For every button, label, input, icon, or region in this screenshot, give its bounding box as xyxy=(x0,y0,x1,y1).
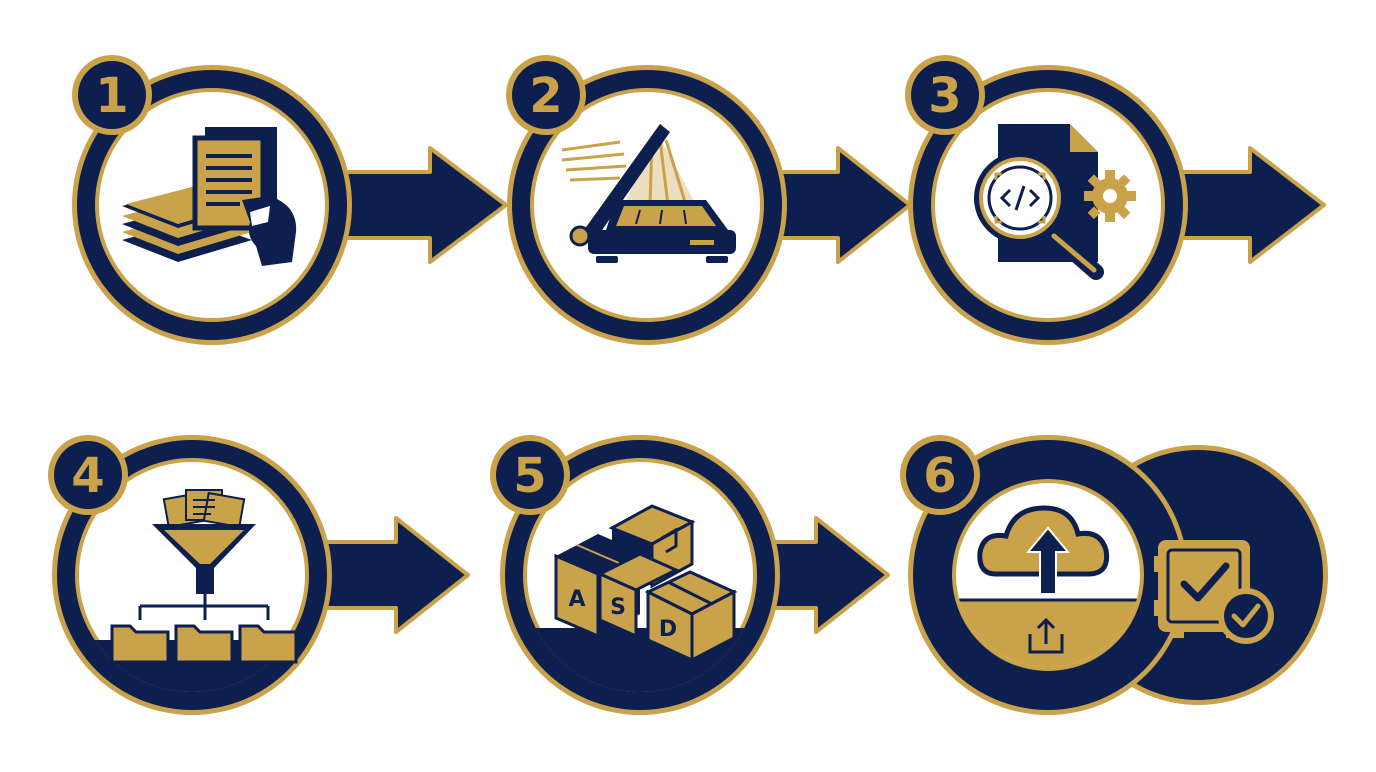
step-5: A S D 5 xyxy=(490,435,890,715)
box-middle: S xyxy=(596,552,680,639)
step-2-number: 2 xyxy=(529,68,562,124)
box-letter-d: D xyxy=(659,617,677,642)
step-6-number: 6 xyxy=(923,448,956,504)
step-3-number: 3 xyxy=(928,68,961,124)
code-inspect-gear-icon xyxy=(974,124,1136,280)
step-4-number: 4 xyxy=(71,448,104,504)
labeled-boxes-icon: A S D xyxy=(554,504,738,663)
box-letter-a: A xyxy=(568,587,585,612)
upload-icon xyxy=(1028,617,1064,654)
step-5-number: 5 xyxy=(513,448,546,504)
box-letter-s: S xyxy=(610,595,626,620)
funnel-sort-folders-icon xyxy=(110,489,298,664)
cloud-upload-safe-icon xyxy=(977,505,1274,654)
arrow-1 xyxy=(334,146,508,264)
cloud-upload-icon xyxy=(977,505,1110,595)
safe-check-icon xyxy=(1154,540,1274,644)
document-stack-icon xyxy=(122,127,297,266)
step-2: 2 xyxy=(506,55,912,345)
step-1-number: 1 xyxy=(95,68,128,124)
arrow-3 xyxy=(1178,146,1326,264)
step-4: 4 xyxy=(48,435,470,715)
box-right: D xyxy=(644,570,738,663)
step-3: 3 xyxy=(905,55,1326,345)
step-1: 1 xyxy=(72,55,508,345)
flatbed-scanner-icon xyxy=(561,124,736,263)
step-6: 6 xyxy=(900,435,1328,715)
arrow-4 xyxy=(318,516,470,634)
